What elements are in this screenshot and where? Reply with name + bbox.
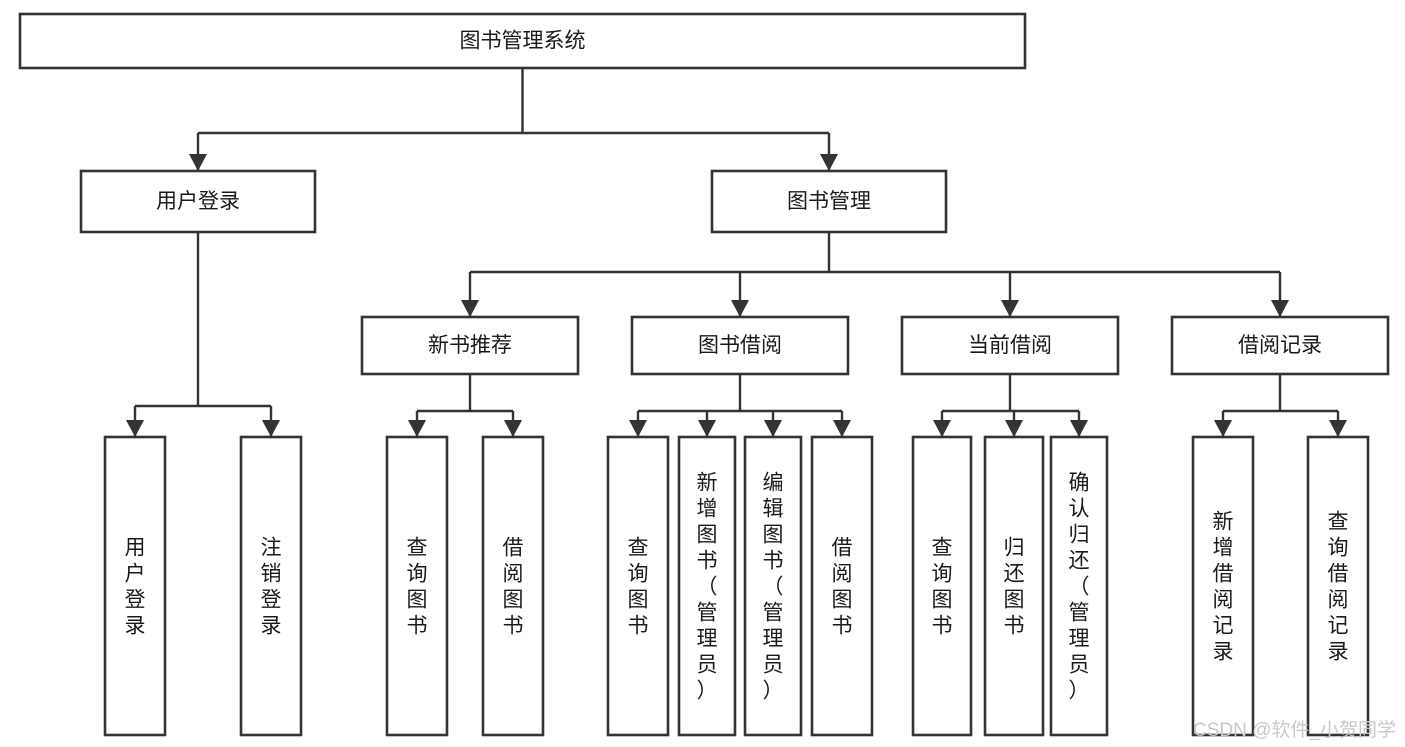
- node-box: [1170, 315, 1390, 376]
- node-leaf-edit-book-admin[interactable]: 编辑图书（管理员）: [743, 435, 803, 737]
- node-box: [481, 435, 545, 737]
- arrow-head-icon: [820, 154, 838, 171]
- node-box: [1306, 435, 1370, 737]
- node-user-login[interactable]: 用户登录: [79, 169, 317, 234]
- arrow-head-icon: [1271, 300, 1289, 317]
- node-label: 当前借阅: [968, 334, 1052, 357]
- node-label: 新增借阅记录: [1213, 510, 1234, 663]
- node-label: 图书管理: [787, 190, 871, 213]
- arrow-head-icon: [1070, 420, 1088, 437]
- edge-layer: [126, 68, 1347, 437]
- node-current-borrow[interactable]: 当前借阅: [900, 315, 1120, 376]
- node-box: [983, 435, 1045, 737]
- node-layer: 图书管理系统用户登录图书管理新书推荐图书借阅当前借阅借阅记录用户登录注销登录查询…: [18, 12, 1390, 737]
- node-label: 新增图书（管理员）: [697, 471, 718, 702]
- arrow-head-icon: [126, 420, 144, 437]
- node-label: 归还图书: [1004, 536, 1025, 637]
- node-label: 用户登录: [125, 536, 146, 637]
- node-box: [900, 315, 1120, 376]
- node-box: [630, 315, 850, 376]
- node-leaf-confirm-return-admin[interactable]: 确认归还（管理员）: [1049, 435, 1109, 737]
- node-label: 查询图书: [932, 536, 953, 637]
- csdn-watermark: CSDN @软件_小贺同学: [1193, 719, 1396, 741]
- node-leaf-user-login[interactable]: 用户登录: [103, 435, 167, 737]
- connector-user-login: [126, 232, 280, 437]
- node-label: 查询借阅记录: [1328, 510, 1349, 663]
- node-root[interactable]: 图书管理系统: [18, 12, 1027, 70]
- arrow-head-icon: [833, 420, 851, 437]
- node-box: [911, 435, 973, 737]
- node-leaf-query-book-rec[interactable]: 查询图书: [385, 435, 449, 737]
- node-box: [743, 435, 803, 737]
- node-leaf-logout[interactable]: 注销登录: [239, 435, 303, 737]
- node-leaf-query-borrow-record[interactable]: 查询借阅记录: [1306, 435, 1370, 737]
- node-book-manage[interactable]: 图书管理: [710, 169, 948, 234]
- arrow-head-icon: [1005, 420, 1023, 437]
- node-box: [18, 12, 1027, 70]
- arrow-head-icon: [1001, 300, 1019, 317]
- node-box: [1191, 435, 1255, 737]
- node-leaf-return-book[interactable]: 归还图书: [983, 435, 1045, 737]
- node-leaf-add-borrow-record[interactable]: 新增借阅记录: [1191, 435, 1255, 737]
- node-box: [810, 435, 874, 737]
- arrow-head-icon: [1214, 420, 1232, 437]
- node-label: 新书推荐: [428, 334, 512, 357]
- connector-book-manage: [461, 232, 1289, 317]
- node-box: [385, 435, 449, 737]
- node-label: 编辑图书（管理员）: [763, 471, 784, 702]
- node-label: 借阅记录: [1238, 334, 1322, 357]
- node-label: 注销登录: [261, 536, 282, 637]
- node-new-book-recommend[interactable]: 新书推荐: [360, 315, 580, 376]
- node-box: [710, 169, 948, 234]
- node-box: [606, 435, 670, 737]
- arrow-head-icon: [461, 300, 479, 317]
- connector-current-borrow: [933, 374, 1088, 437]
- node-leaf-add-book-admin[interactable]: 新增图书（管理员）: [677, 435, 737, 737]
- arrow-head-icon: [189, 154, 207, 171]
- node-label: 图书管理系统: [460, 30, 586, 53]
- node-label: 确认归还（管理员）: [1069, 471, 1090, 702]
- node-borrow-record[interactable]: 借阅记录: [1170, 315, 1390, 376]
- arrow-head-icon: [408, 420, 426, 437]
- node-label: 查询图书: [407, 536, 428, 637]
- node-box: [103, 435, 167, 737]
- connector-borrow-record: [1214, 374, 1347, 437]
- arrow-head-icon: [629, 420, 647, 437]
- arrow-head-icon: [262, 420, 280, 437]
- node-box: [79, 169, 317, 234]
- connector-new-book-recommend: [408, 374, 522, 437]
- arrow-head-icon: [504, 420, 522, 437]
- node-leaf-borrow-book[interactable]: 借阅图书: [810, 435, 874, 737]
- node-book-borrow[interactable]: 图书借阅: [630, 315, 850, 376]
- node-label: 查询图书: [628, 536, 649, 637]
- node-leaf-query-book-borrow[interactable]: 查询图书: [606, 435, 670, 737]
- node-label: 借阅图书: [503, 536, 524, 637]
- node-label: 借阅图书: [832, 536, 853, 637]
- connector-book-borrow: [629, 374, 851, 437]
- arrow-head-icon: [764, 420, 782, 437]
- node-leaf-query-book-current[interactable]: 查询图书: [911, 435, 973, 737]
- node-label: 图书借阅: [698, 334, 782, 357]
- node-box: [677, 435, 737, 737]
- node-box: [239, 435, 303, 737]
- arrow-head-icon: [933, 420, 951, 437]
- arrow-head-icon: [698, 420, 716, 437]
- node-box: [360, 315, 580, 376]
- node-label: 用户登录: [156, 190, 240, 213]
- arrow-head-icon: [1329, 420, 1347, 437]
- arrow-head-icon: [731, 300, 749, 317]
- node-leaf-borrow-book-rec[interactable]: 借阅图书: [481, 435, 545, 737]
- connector-root: [189, 68, 838, 171]
- node-box: [1049, 435, 1109, 737]
